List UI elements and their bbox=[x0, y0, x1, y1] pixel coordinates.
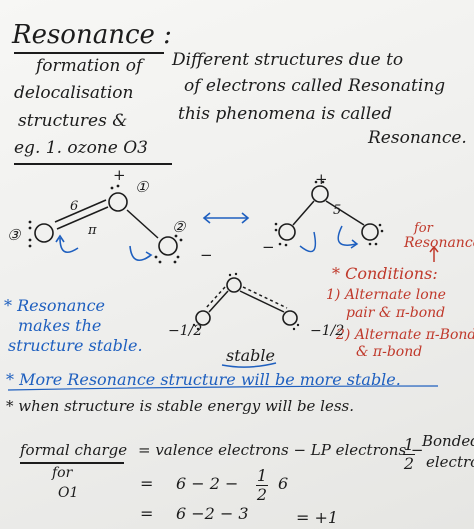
bonded-label: Bonded bbox=[422, 432, 474, 450]
hybrid-charge-right: −1/2 bbox=[310, 323, 345, 339]
charge-plus-left: + bbox=[113, 166, 126, 184]
fraction-1-denominator: 2 bbox=[403, 454, 415, 473]
bond-label-pi: π bbox=[88, 223, 97, 238]
oxygen-atom-2 bbox=[158, 236, 178, 256]
example-label: eg. 1. ozone O3 bbox=[14, 138, 148, 158]
fraction-half-2: 1 2 bbox=[256, 468, 268, 503]
eq3-result: = +1 bbox=[296, 508, 339, 527]
bond-label-6: 6 bbox=[70, 199, 79, 214]
statement-more-resonance: * More Resonance structure will be more … bbox=[6, 370, 401, 389]
eq2-end: 6 bbox=[278, 474, 289, 493]
eq3-equals: = bbox=[140, 504, 154, 523]
fraction-2-numerator: 1 bbox=[256, 466, 268, 485]
oxygen-atom-center bbox=[311, 185, 329, 203]
oxygen-atom-left bbox=[278, 223, 296, 241]
definition-line3a: structures & bbox=[18, 111, 128, 131]
fraction-2-denominator: 2 bbox=[256, 485, 268, 504]
example-underline bbox=[14, 163, 172, 165]
charge-plus-right: + bbox=[315, 170, 328, 188]
condition-1b: pair & π-bond bbox=[346, 305, 446, 321]
hybrid-oxygen-right bbox=[282, 310, 298, 326]
resonance-label: Resonance bbox=[404, 235, 474, 251]
eq2-equals: = bbox=[140, 474, 154, 493]
oxygen-atom-right bbox=[361, 223, 379, 241]
condition-2a: 2) Alternate π-Bond bbox=[336, 327, 474, 343]
formal-charge-underline bbox=[20, 462, 124, 464]
bond-label-5: 5 bbox=[333, 203, 342, 218]
page-title: Resonance : bbox=[12, 20, 172, 50]
definition-line1a: formation of bbox=[36, 56, 143, 76]
definition-line2a: delocalisation bbox=[14, 83, 134, 103]
definition-line4: Resonance. bbox=[368, 128, 467, 148]
formal-charge-for: for bbox=[52, 465, 73, 481]
conditions-heading: * Conditions: bbox=[332, 264, 438, 283]
atom-number-1: ① bbox=[135, 178, 149, 196]
fraction-1-numerator: 1 bbox=[403, 435, 415, 454]
stable-label: stable bbox=[226, 346, 276, 365]
statement-stable-energy: * when structure is stable energy will b… bbox=[6, 397, 355, 415]
charge-minus-right: − bbox=[262, 238, 275, 256]
atom-number-3: ③ bbox=[7, 226, 21, 244]
formal-charge-atom: O1 bbox=[58, 485, 79, 501]
oxygen-atom-1 bbox=[108, 192, 128, 212]
title-underline bbox=[14, 52, 164, 54]
definition-line1b: Different structures due to bbox=[172, 50, 404, 70]
eq3-terms: 6 −2 − 3 bbox=[176, 504, 249, 523]
hybrid-oxygen-center bbox=[226, 277, 242, 293]
eq2-terms: 6 − 2 − bbox=[176, 474, 239, 493]
condition-2b: & π-bond bbox=[356, 344, 423, 360]
fraction-half-1: 1 2 bbox=[403, 437, 415, 472]
formal-charge-label: formal charge bbox=[20, 441, 128, 459]
atom-number-2: ② bbox=[172, 218, 186, 236]
hybrid-oxygen-left bbox=[195, 310, 211, 326]
definition-line2b: of electrons called Resonating bbox=[184, 76, 446, 96]
charge-minus-left: − bbox=[200, 246, 213, 264]
note-line2: makes the bbox=[18, 316, 102, 335]
formal-charge-eq1: = valence electrons − LP electrons − bbox=[138, 441, 424, 459]
for-label: for bbox=[414, 221, 433, 236]
definition-line3b: this phenomena is called bbox=[178, 104, 393, 124]
electrons-label: electrons bbox=[426, 453, 474, 471]
oxygen-atom-3 bbox=[34, 223, 54, 243]
hybrid-charge-left: −1/2 bbox=[168, 323, 203, 339]
condition-1a: 1) Alternate lone bbox=[326, 287, 446, 303]
note-line3: structure stable. bbox=[8, 336, 143, 355]
note-line1: * Resonance bbox=[4, 296, 106, 315]
